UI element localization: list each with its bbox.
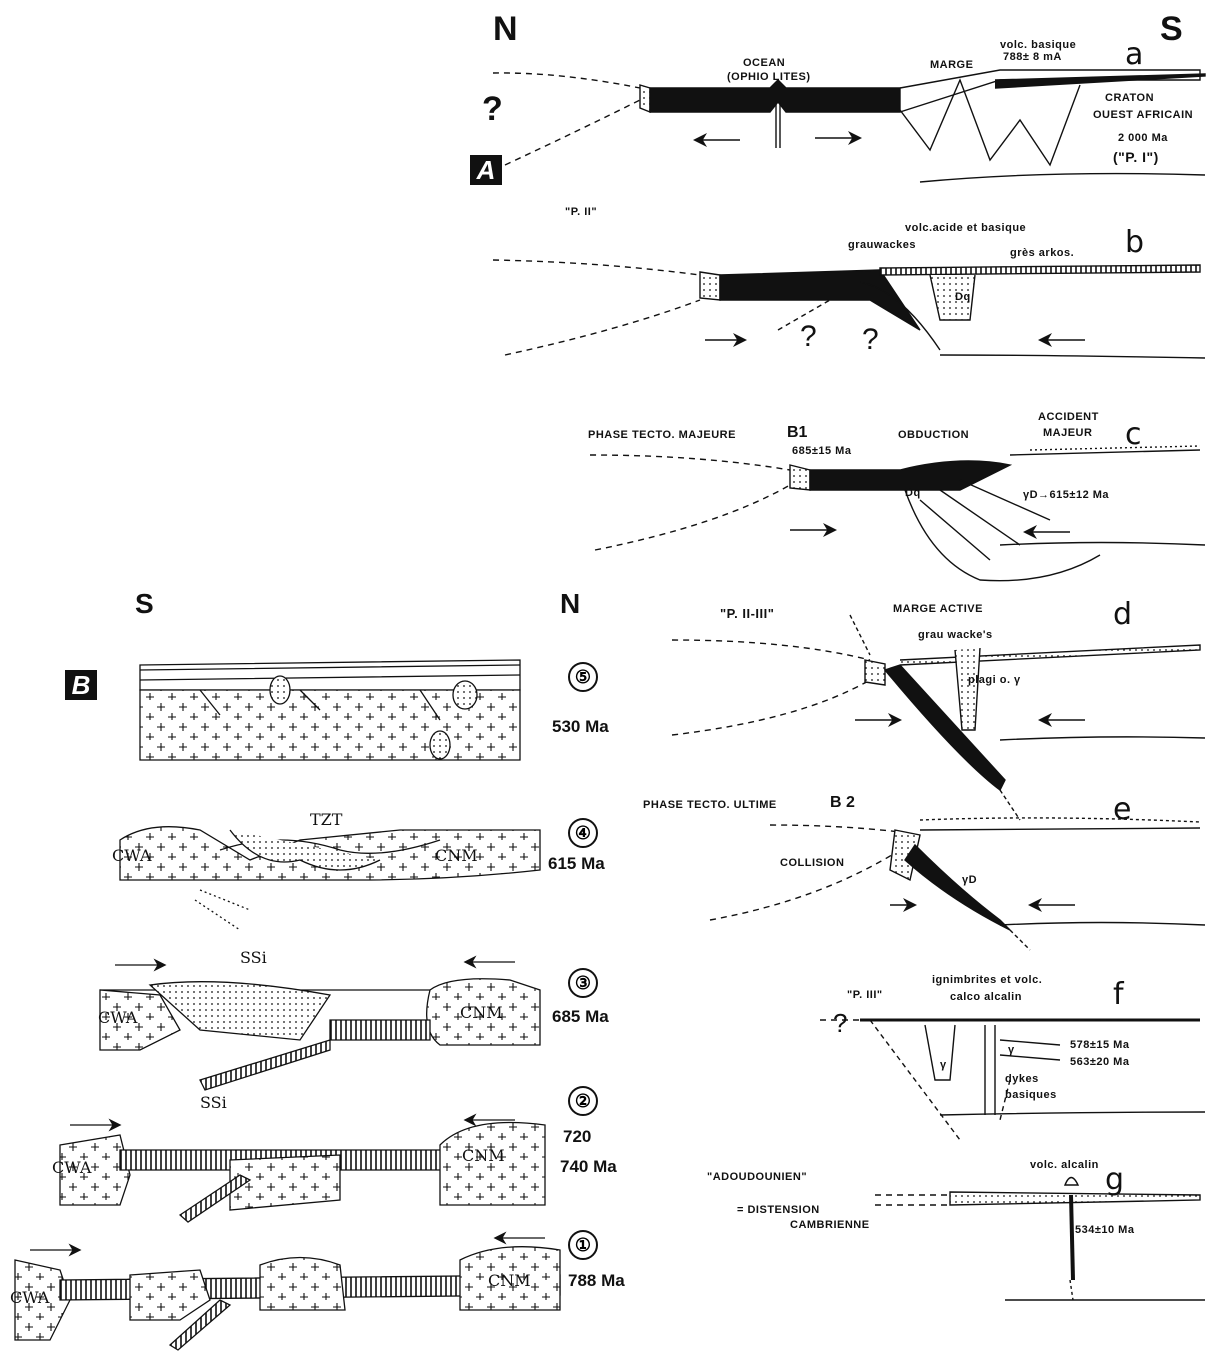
stage-3-cnm: CNM: [460, 1005, 503, 1021]
pii-label: "P. II": [565, 207, 597, 218]
section-g: [875, 1178, 1205, 1301]
gres-label: grès arkos.: [1010, 248, 1074, 259]
pii-iii-label: "P. II-III": [720, 607, 774, 620]
calco-label: calco alcalin: [950, 992, 1022, 1003]
collision-label: COLLISION: [780, 858, 844, 869]
b2-label: B 2: [830, 795, 855, 811]
south-label-b: S: [135, 590, 154, 618]
north-label-b: N: [560, 590, 580, 618]
craton-label: CRATON: [1105, 93, 1154, 104]
distension-label: = DISTENSION: [737, 1205, 820, 1216]
gamma-1: γ: [940, 1060, 947, 1071]
dq-label-b: Dq: [955, 292, 971, 303]
stage-1-age: 788 Ma: [568, 1272, 625, 1289]
adoudounien-label: "ADOUDOUNIEN": [707, 1172, 807, 1183]
craton-label-2: OUEST AFRICAIN: [1093, 110, 1193, 121]
accident-label: ACCIDENT: [1038, 412, 1099, 423]
ignimbrites-label: ignimbrites et volc.: [932, 975, 1042, 986]
stage-2-number: ②: [568, 1086, 598, 1116]
b1-label: B1: [787, 425, 807, 441]
stage-3: [100, 962, 540, 1090]
letter-a: a: [1125, 40, 1143, 70]
section-a: [493, 70, 1205, 182]
volc-age-label: 788± 8 mA: [1003, 52, 1062, 63]
letter-b: b: [1125, 228, 1144, 258]
stage-4-cnm: CNM: [435, 848, 478, 864]
stage-4-tzt: TZT: [310, 812, 342, 828]
stage-5-number: ⑤: [568, 662, 598, 692]
stage-4-age: 615 Ma: [548, 855, 605, 872]
stage-4-cwa: CWA: [112, 848, 151, 864]
panel-a-badge: A: [470, 155, 502, 185]
ophiolites-label: (OPHIO LITES): [727, 72, 811, 83]
section-e: [710, 818, 1205, 950]
north-label-a: N: [493, 12, 518, 46]
cambrienne-label: CAMBRIENNE: [790, 1220, 870, 1231]
stage-2-ssi: SSi: [200, 1095, 227, 1111]
section-b: [493, 260, 1205, 358]
letter-e: e: [1113, 795, 1131, 825]
grauwackes-label: grauwackes: [848, 240, 916, 251]
section-d: [672, 615, 1205, 820]
majeur-label: MAJEUR: [1043, 428, 1092, 439]
stage-3-cwa: CWA: [98, 1010, 137, 1026]
stage-4: [120, 827, 540, 930]
stage-3-ssi: SSi: [240, 950, 267, 966]
obduction-label: OBDUCTION: [898, 430, 969, 441]
age-578-label: 578±15 Ma: [1070, 1040, 1129, 1051]
stage-1-cwa: CWA: [10, 1290, 49, 1306]
letter-d: d: [1113, 600, 1132, 630]
plagio-label: plagi o. γ: [968, 675, 1021, 686]
section-c: [590, 446, 1205, 581]
volc-alcalin-label: volc. alcalin: [1030, 1160, 1099, 1171]
volc-basique-label: volc. basique: [1000, 40, 1076, 51]
piii-label: "P. III": [847, 990, 883, 1001]
letter-f: f: [1113, 980, 1124, 1010]
stage-4-number: ④: [568, 818, 598, 848]
stage-3-age: 685 Ma: [552, 1008, 609, 1025]
stage-2-cnm: CNM: [462, 1148, 505, 1164]
question-f: ?: [833, 1010, 847, 1036]
age-563-label: 563±20 Ma: [1070, 1057, 1129, 1068]
stage-1-number: ①: [568, 1230, 598, 1260]
volc-acide-label: volc.acide et basique: [905, 223, 1026, 234]
marge-active-label: MARGE ACTIVE: [893, 604, 983, 615]
craton-age: 2 000 Ma: [1118, 133, 1168, 144]
letter-c: c: [1125, 420, 1142, 450]
stage-5: [140, 660, 520, 760]
c-age-label: 685±15 Ma: [792, 446, 851, 457]
stage-1: [15, 1238, 560, 1350]
stage-2-cwa: CWA: [52, 1160, 91, 1176]
yd-age-label: γD→615±12 Ma: [1023, 490, 1109, 501]
dq-label-c: Dq: [905, 488, 921, 499]
basiques-label: basiques: [1005, 1090, 1057, 1101]
question-a: ?: [482, 92, 503, 126]
stage-5-age: 530 Ma: [552, 718, 609, 735]
stage-2: [60, 1120, 545, 1222]
pi-label: ("P. I"): [1113, 150, 1159, 164]
ocean-label: OCEAN: [743, 58, 785, 69]
dykes-label: dykes: [1005, 1074, 1039, 1085]
question-b2: ?: [862, 325, 879, 355]
stage-2-age-2: 740 Ma: [560, 1158, 617, 1175]
grauwackes-d-label: grau wacke's: [918, 630, 993, 641]
panel-b-badge: B: [65, 670, 97, 700]
phase-ultime-label: PHASE TECTO. ULTIME: [643, 800, 777, 811]
phase-majeure-label: PHASE TECTO. MAJEURE: [588, 430, 736, 441]
south-label-a: S: [1160, 12, 1183, 46]
yd-e-label: γD: [962, 875, 977, 886]
age-534-label: 534±10 Ma: [1075, 1225, 1134, 1236]
stage-1-cnm: CNM: [488, 1273, 531, 1289]
question-b1: ?: [800, 322, 817, 352]
stage-2-age: 720: [563, 1128, 591, 1145]
letter-g: g: [1105, 1165, 1124, 1195]
marge-label: MARGE: [930, 60, 973, 71]
gamma-2: γ: [1008, 1045, 1015, 1056]
stage-3-number: ③: [568, 968, 598, 998]
